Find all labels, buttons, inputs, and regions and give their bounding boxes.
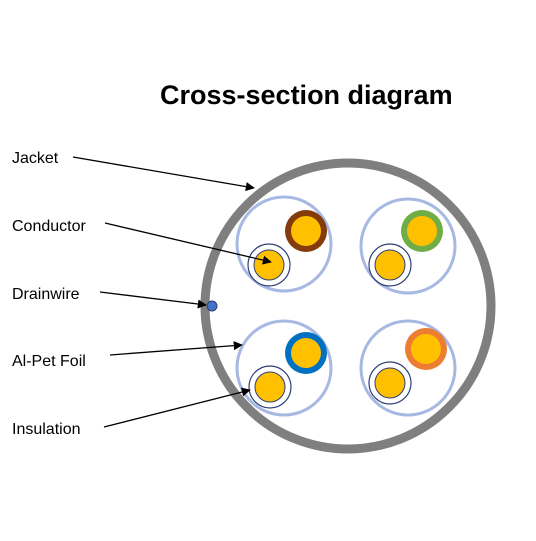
diagram-title: Cross-section diagram	[160, 80, 453, 110]
conductor	[407, 216, 437, 246]
pair-bottom-left	[235, 319, 333, 417]
jacket-ring	[200, 158, 496, 454]
pair-foil	[235, 195, 333, 293]
pair-foil	[359, 197, 457, 295]
arrow-insulation	[103, 387, 251, 428]
pair-foil	[359, 319, 457, 417]
arrow-jacket	[72, 156, 255, 192]
pair-foil	[235, 319, 333, 417]
label-insulation: Insulation	[12, 421, 81, 438]
pair-top-left	[235, 195, 333, 293]
conductor	[254, 371, 286, 403]
conductor	[411, 334, 441, 364]
conductor	[291, 338, 321, 368]
label-foil: Al-Pet Foil	[12, 353, 86, 370]
conductor	[374, 367, 406, 399]
arrow-drainwire	[99, 291, 207, 309]
conductor	[291, 216, 321, 246]
arrow-foil	[109, 341, 243, 356]
label-jacket: Jacket	[12, 150, 59, 167]
conductor	[374, 249, 406, 281]
label-drainwire: Drainwire	[12, 286, 80, 303]
drainwire-dot	[206, 300, 218, 312]
arrow-conductor	[104, 222, 272, 265]
pair-top-right	[359, 197, 457, 295]
pair-bottom-right	[359, 319, 457, 417]
label-conductor: Conductor	[12, 218, 86, 235]
conductor	[253, 249, 285, 281]
